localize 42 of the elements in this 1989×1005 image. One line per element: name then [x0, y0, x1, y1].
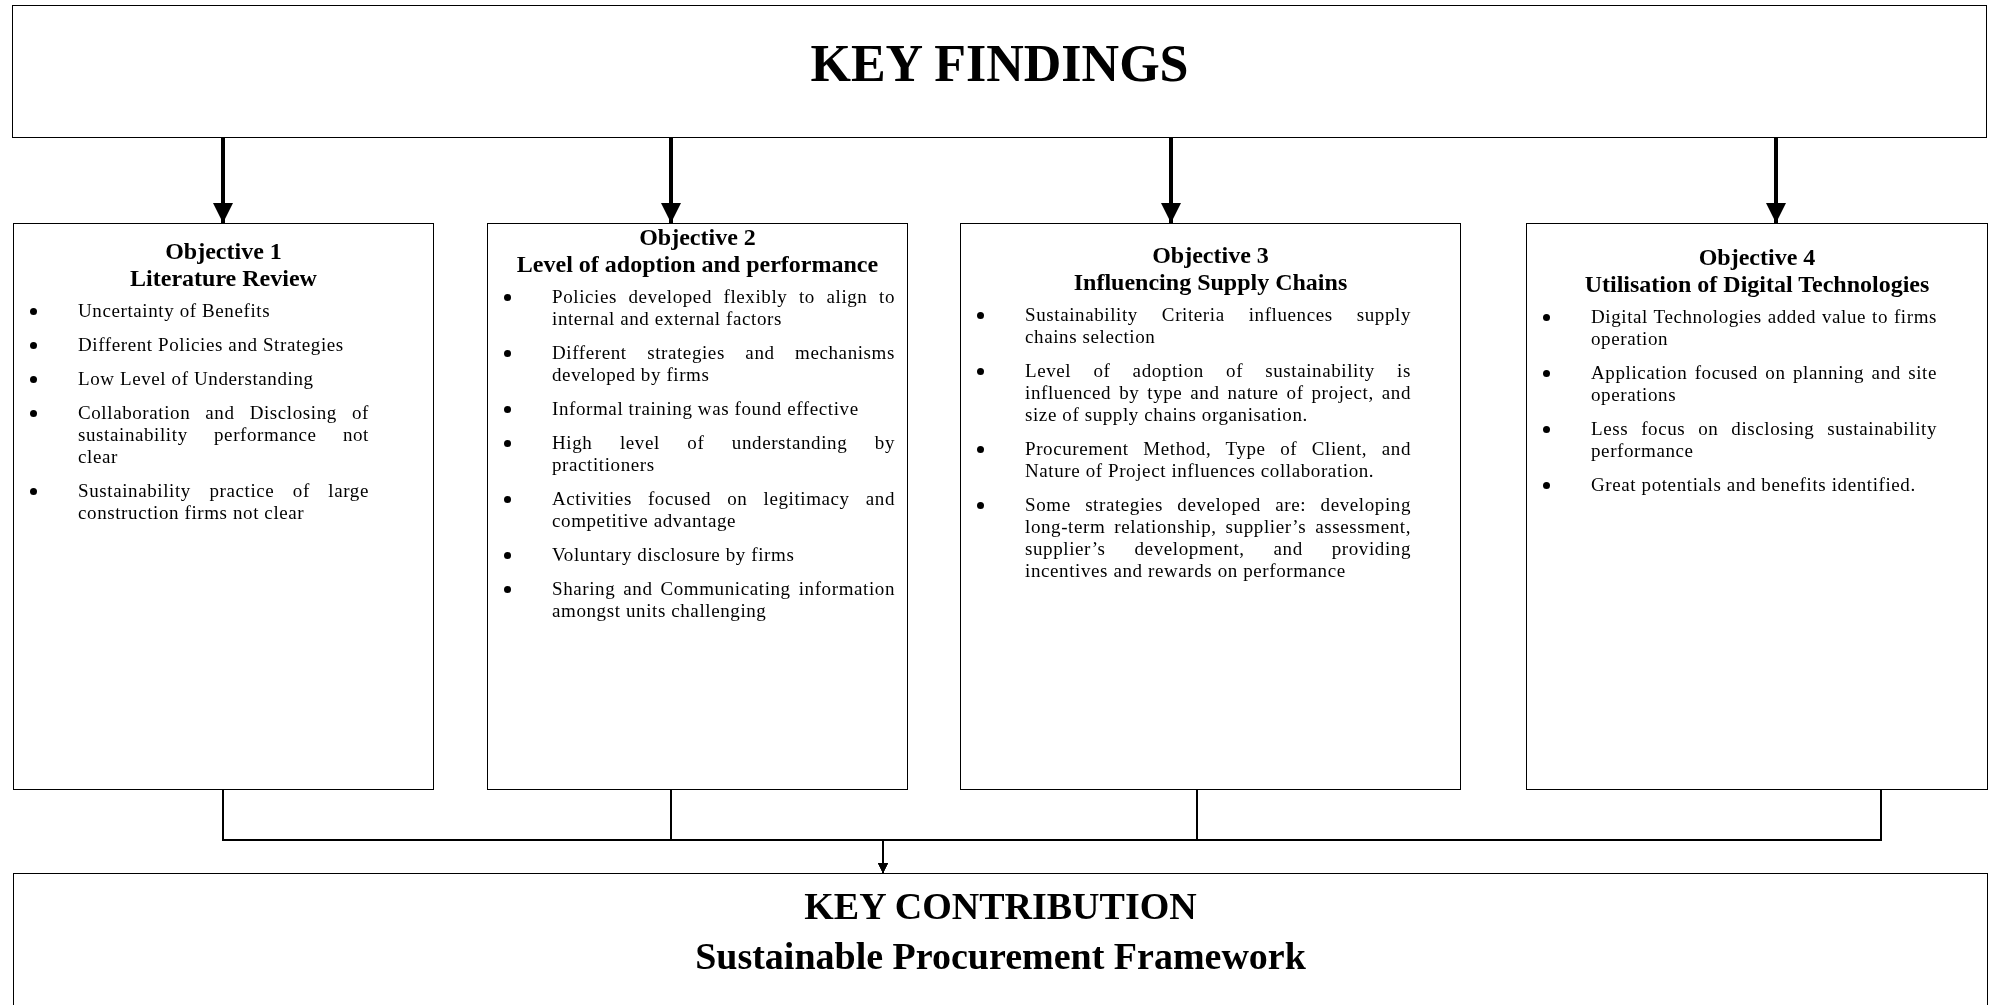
bullet-text: Collaboration and Disclosing of sustainability performance not clear	[78, 402, 369, 468]
bullet-text: Informal training was found effective	[552, 398, 860, 420]
arrow	[878, 789, 1882, 874]
bullet-text: Application focused on planning and site operations	[1591, 362, 1937, 406]
bullet-text: Some strategies developed are: developing long-term relationship, supplier’s assessment, supplier’s development, and providing incentives and rewards on performance	[1025, 494, 1411, 582]
arrow	[661, 138, 681, 223]
heading-text: KEY FINDINGS	[809, 34, 1190, 94]
objective-panel	[13, 223, 434, 790]
bullet-text: Different Policies and Strategies	[78, 334, 345, 356]
arrow	[1161, 138, 1181, 223]
bullet-text: Activities focused on legitimacy and competitive advantage	[552, 488, 895, 532]
arrow	[1766, 138, 1786, 223]
objective-number: Objective 1	[164, 238, 283, 265]
bullet-text: Uncertainty of Benefits	[78, 300, 272, 322]
heading-box	[12, 5, 1987, 138]
objective-number: Objective 2	[638, 224, 757, 251]
objective-panel	[487, 223, 908, 790]
objective-title: Literature Review	[129, 265, 318, 292]
heading-box	[13, 873, 1988, 1005]
bullet-text: Level of adoption of sustainability is influenced by type and nature of project, and size of supply chains organisation.	[1025, 360, 1411, 426]
bullet-text: Sustainability practice of large construction firms not clear	[78, 480, 369, 524]
objective-title: Level of adoption and performance	[515, 251, 880, 278]
bullet-text: Different strategies and mechanisms developed by firms	[552, 342, 895, 386]
bullet-text: High level of understanding by practitioners	[552, 432, 895, 476]
bullet-text: Low Level of Understanding	[78, 368, 315, 390]
objective-number: Objective 4	[1697, 244, 1817, 271]
objective-title: Utilisation of Digital Technologies	[1583, 271, 1931, 298]
bullet-text: Procurement Method, Type of Client, and Nature of Project influences collaboration.	[1025, 438, 1411, 482]
bullet-text: Digital Technologies added value to firms operation	[1591, 306, 1937, 350]
objective-panel	[960, 223, 1461, 790]
bullet-text: Great potentials and benefits identified.	[1591, 474, 1917, 496]
subheading-text: Sustainable Procurement Framework	[694, 934, 1307, 978]
bullet-text: Sharing and Communicating information amongst units challenging	[552, 578, 895, 622]
objective-number: Objective 3	[1151, 242, 1270, 269]
objective-title: Influencing Supply Chains	[1072, 269, 1349, 296]
heading-text: KEY CONTRIBUTION	[803, 884, 1198, 928]
bullet-text: Sustainability Criteria influences supply chains selection	[1025, 304, 1411, 348]
objective-panel	[1526, 223, 1988, 790]
bullet-text: Policies developed flexibly to align to internal and external factors	[552, 286, 895, 330]
arrow	[213, 138, 233, 223]
bullet-text: Less focus on disclosing sustainability performance	[1591, 418, 1937, 462]
bullet-text: Voluntary disclosure by firms	[552, 544, 796, 566]
